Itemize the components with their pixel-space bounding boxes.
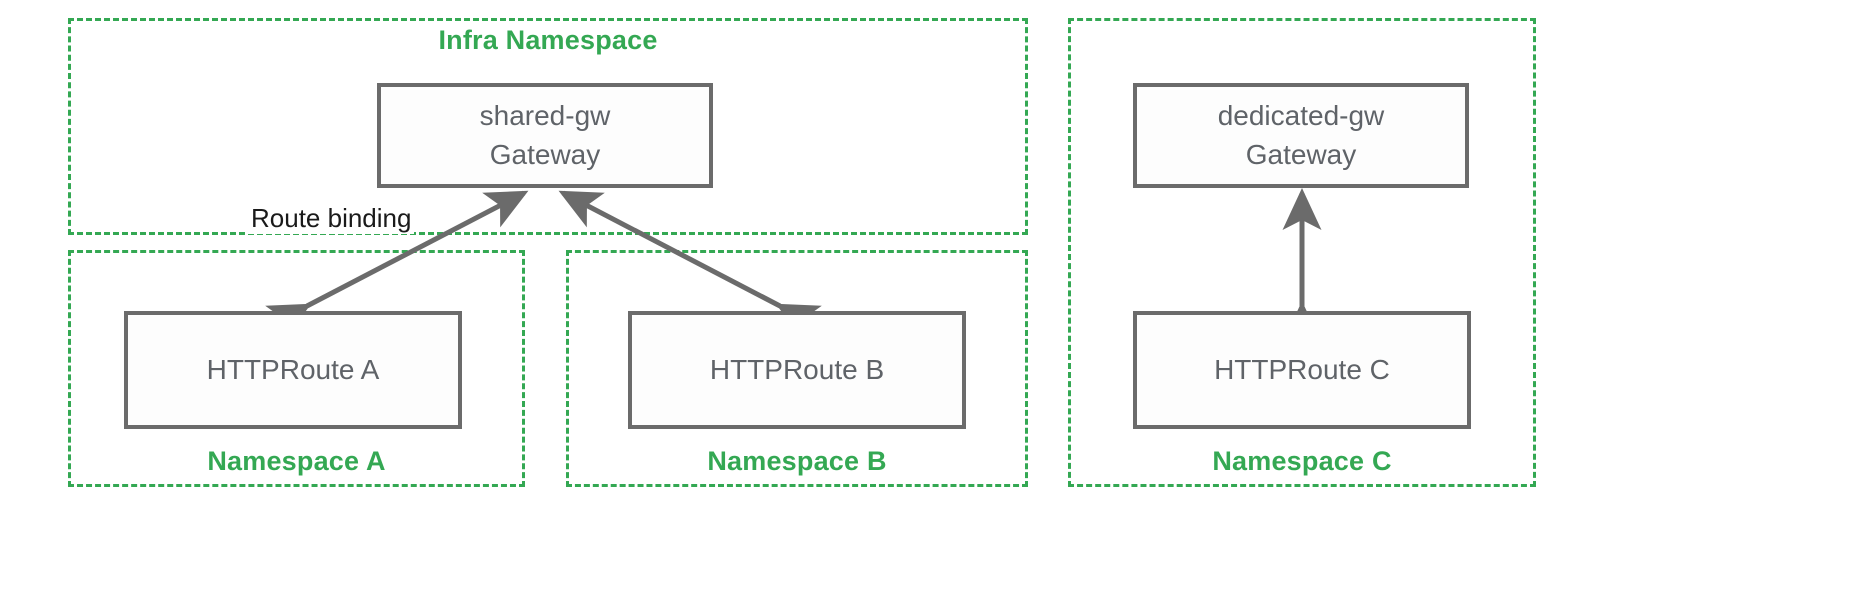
httproute-b-label: HTTPRoute B xyxy=(709,353,885,385)
namespace-b-label: Namespace B xyxy=(707,446,887,476)
gateway-dedicated-gw[interactable]: dedicated-gw Gateway xyxy=(1133,83,1469,188)
gateway-dedicated-gw-kind: Gateway xyxy=(1245,138,1357,170)
namespace-infra-label: Infra Namespace xyxy=(438,25,658,55)
httproute-a-node[interactable]: HTTPRoute A xyxy=(124,311,462,429)
httproute-b-node[interactable]: HTTPRoute B xyxy=(628,311,966,429)
namespace-c-container xyxy=(1068,18,1536,487)
namespace-infra-container xyxy=(68,18,1028,235)
namespace-a-label: Namespace A xyxy=(207,446,386,476)
gateway-dedicated-gw-name: dedicated-gw xyxy=(1217,100,1385,132)
httproute-c-node[interactable]: HTTPRoute C xyxy=(1133,311,1471,429)
gateway-shared-gw-name: shared-gw xyxy=(479,100,611,132)
gateway-shared-gw-kind: Gateway xyxy=(489,138,601,170)
gateway-shared-gw[interactable]: shared-gw Gateway xyxy=(377,83,713,188)
namespace-c-label: Namespace C xyxy=(1212,446,1392,476)
httproute-a-label: HTTPRoute A xyxy=(206,353,380,385)
httproute-c-label: HTTPRoute C xyxy=(1214,353,1390,385)
route-binding-edge-label: Route binding xyxy=(248,203,415,234)
